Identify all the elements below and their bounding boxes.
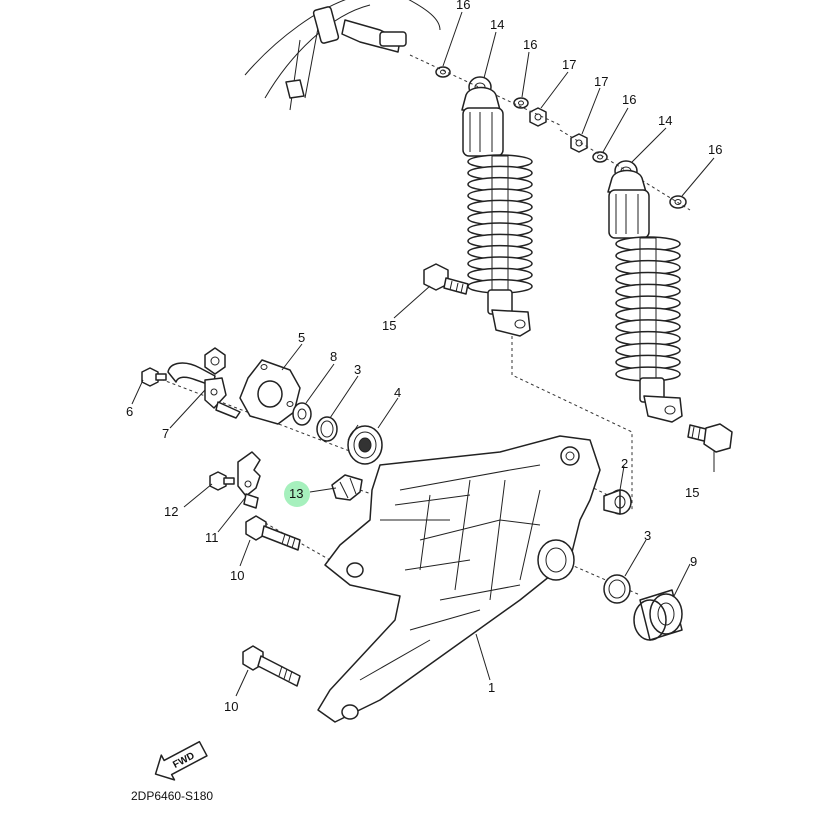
right-shock-absorber bbox=[607, 169, 683, 423]
callout-15: 15 bbox=[382, 318, 396, 333]
swing-arm bbox=[317, 435, 601, 723]
circlip-3-upper bbox=[316, 416, 338, 442]
circlip-3-lower bbox=[603, 574, 631, 604]
collar-9 bbox=[633, 589, 683, 641]
callout-4: 4 bbox=[394, 385, 401, 400]
guide-13 bbox=[331, 474, 363, 501]
bracket-11 bbox=[237, 451, 261, 509]
callout-16: 16 bbox=[523, 37, 537, 52]
fwd-arrow-icon: FWD bbox=[154, 740, 208, 781]
callout-14: 14 bbox=[658, 113, 672, 128]
left-shock-top-hardware bbox=[409, 54, 561, 127]
plate-5 bbox=[239, 359, 301, 425]
callout-9: 9 bbox=[690, 554, 697, 569]
callout-5: 5 bbox=[298, 330, 305, 345]
bolt-10-upper bbox=[245, 515, 301, 551]
callout-6: 6 bbox=[126, 404, 133, 419]
bolt-6 bbox=[141, 367, 167, 387]
highlight-marker bbox=[284, 481, 310, 507]
callout-11: 11 bbox=[205, 530, 219, 545]
callout-3: 3 bbox=[644, 528, 651, 543]
callout-labels: 16 14 16 17 17 16 14 16 15 5 8 3 4 6 7 1… bbox=[126, 0, 722, 714]
bolt-12 bbox=[209, 471, 235, 491]
callout-17: 17 bbox=[562, 57, 576, 72]
nut-top-left bbox=[204, 347, 226, 375]
callout-1: 1 bbox=[488, 680, 495, 695]
callout-3: 3 bbox=[354, 362, 361, 377]
callout-17: 17 bbox=[594, 74, 608, 89]
callout-13: 13 bbox=[289, 486, 303, 501]
callout-14: 14 bbox=[490, 17, 504, 32]
callout-16: 16 bbox=[708, 142, 722, 157]
callout-10: 10 bbox=[224, 699, 238, 714]
bracket-7 bbox=[167, 362, 241, 419]
callout-2: 2 bbox=[621, 456, 628, 471]
callout-16: 16 bbox=[622, 92, 636, 107]
callout-12: 12 bbox=[164, 504, 178, 519]
collar-8 bbox=[292, 402, 312, 426]
collar-2 bbox=[603, 489, 632, 515]
left-shock-absorber bbox=[461, 86, 533, 337]
bolt-15-lower bbox=[687, 423, 733, 453]
diagram-code: 2DP6460-S180 bbox=[131, 789, 213, 803]
callout-7: 7 bbox=[162, 426, 169, 441]
callout-10: 10 bbox=[230, 568, 244, 583]
callout-15: 15 bbox=[685, 485, 699, 500]
bolt-10-lower bbox=[242, 645, 301, 687]
frame-section bbox=[244, 0, 441, 111]
bearing-4 bbox=[347, 424, 383, 465]
callout-16: 16 bbox=[456, 0, 470, 12]
leader-lines bbox=[131, 11, 715, 697]
bolt-15-upper bbox=[423, 263, 469, 295]
callout-8: 8 bbox=[330, 349, 337, 364]
